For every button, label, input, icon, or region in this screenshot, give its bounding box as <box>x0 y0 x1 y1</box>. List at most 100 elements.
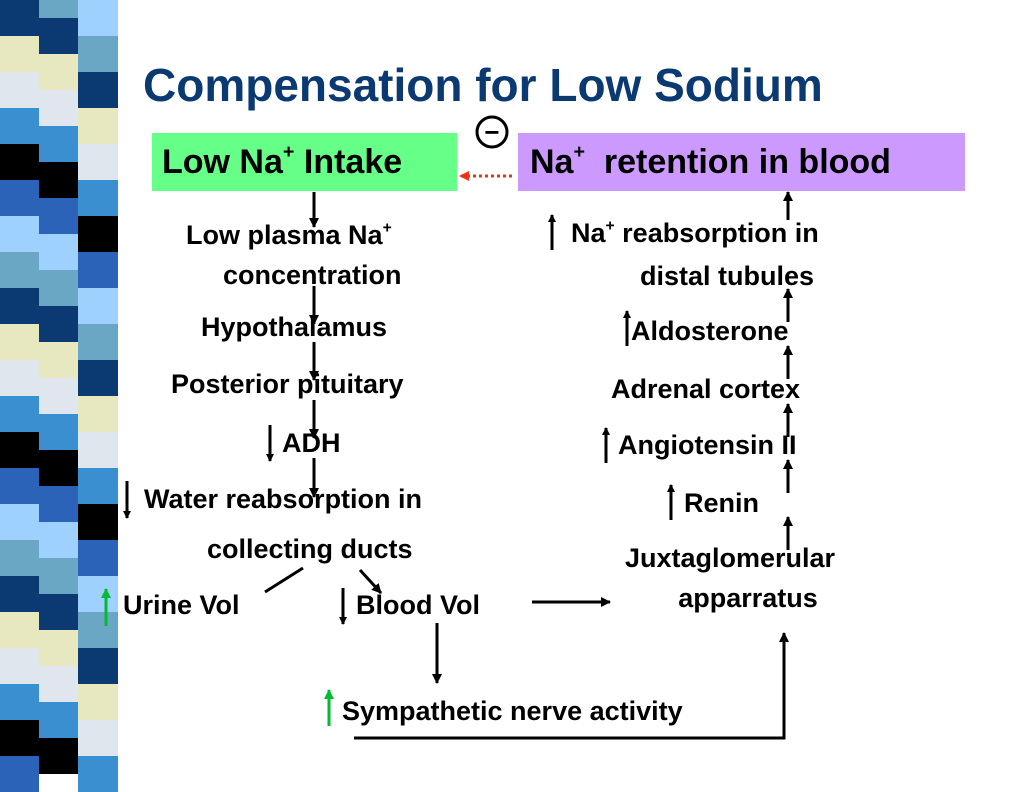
stripe-band <box>0 360 39 396</box>
stripe-band <box>0 180 39 216</box>
stripe-band <box>78 0 118 36</box>
stripe-band <box>39 198 78 234</box>
hypothalamus-label: Hypothalamus <box>201 312 388 342</box>
low-plasma-na-label: Low plasma Na+ <box>186 215 392 255</box>
stripe-band <box>39 594 78 630</box>
concentration-label: concentration <box>223 260 402 290</box>
low-na-intake-box: Low Na+ Intake <box>152 133 457 191</box>
stripe-band <box>39 90 78 126</box>
adh-label: ADH <box>282 428 341 458</box>
stripe-band <box>78 144 118 180</box>
na-sup: + <box>605 217 615 235</box>
na-text: Na <box>571 218 606 248</box>
stripe-band <box>0 612 39 648</box>
stripe-band <box>78 72 118 108</box>
stripe-band <box>39 666 78 702</box>
stripe-band <box>78 432 118 468</box>
stripe-band <box>39 54 78 90</box>
slide-title: Compensation for Low Sodium <box>143 59 823 111</box>
stripe-band <box>78 468 118 504</box>
stripe-band <box>78 756 118 792</box>
stripe-band <box>0 216 39 252</box>
stripe-band <box>39 738 78 774</box>
stripe-band <box>78 720 118 756</box>
blood-vol-label: Blood Vol <box>356 590 480 620</box>
intake-sup: + <box>282 141 295 164</box>
retention-text: Na <box>530 143 574 181</box>
angiotensin-label: Angiotensin II <box>618 430 797 460</box>
stripe-band <box>0 144 39 180</box>
na-retention-box: Na+ retention in blood <box>518 133 965 191</box>
stripe-band <box>39 450 78 486</box>
water-reabsorption-label: Water reabsorption in <box>144 484 423 514</box>
stripe-band <box>78 36 118 72</box>
intake-text-2: Intake <box>294 143 403 181</box>
jga-label-2: apparratus <box>678 583 818 613</box>
stripe-band <box>39 486 78 522</box>
stripe-band <box>0 288 39 324</box>
retention-sup: + <box>573 141 585 164</box>
urine-vol-label: Urine Vol <box>123 590 240 620</box>
stripe-band <box>0 648 39 684</box>
stripe-band <box>0 504 39 540</box>
stripe-band <box>39 414 78 450</box>
stripe-band <box>0 756 39 792</box>
stripe-band <box>78 360 118 396</box>
arrow-layer: − <box>101 115 793 740</box>
adrenal-cortex-label: Adrenal cortex <box>611 374 801 404</box>
stripe-band <box>78 180 118 216</box>
stripe-band <box>39 270 78 306</box>
stripe-band <box>78 576 118 612</box>
distal-tubules-label: distal tubules <box>640 261 815 291</box>
retention-text-2: retention in blood <box>584 143 891 181</box>
decorative-stripe-bar <box>0 0 118 792</box>
sympathetic-label: Sympathetic nerve activity <box>342 696 683 726</box>
reabs-text: reabsorption in <box>614 218 819 248</box>
stripe-band <box>78 252 118 288</box>
stripe-band <box>39 378 78 414</box>
stripe-band <box>39 162 78 198</box>
na-reabsorption-label: Na+ reabsorption in <box>571 213 819 253</box>
renin-label: Renin <box>684 488 760 518</box>
stripe-band <box>78 396 118 432</box>
stripe-band <box>39 342 78 378</box>
stripe-band <box>39 234 78 270</box>
stripe-band <box>0 468 39 504</box>
low-plasma-sup: + <box>382 219 392 237</box>
stripe-band <box>78 684 118 720</box>
stripe-band <box>39 306 78 342</box>
aldosterone-label: Aldosterone <box>631 316 789 346</box>
jga-label-1: Juxtaglomerular <box>624 543 836 573</box>
stripe-band <box>78 216 118 252</box>
stripe-band <box>78 540 118 576</box>
inhibition-symbol: − <box>484 117 499 147</box>
stripe-band <box>78 504 118 540</box>
split-line-urine <box>264 566 304 594</box>
low-plasma-text: Low plasma Na <box>186 220 383 250</box>
stripe-band <box>0 36 39 72</box>
stripe-band <box>0 324 39 360</box>
stripe-band <box>39 126 78 162</box>
stripe-band <box>39 0 78 18</box>
stripe-band <box>0 396 39 432</box>
stripe-band <box>0 576 39 612</box>
stripe-band <box>0 720 39 756</box>
stripe-band <box>78 108 118 144</box>
stripe-band <box>39 18 78 54</box>
stripe-band <box>0 108 39 144</box>
stripe-band <box>39 522 78 558</box>
stripe-band <box>78 288 118 324</box>
stripe-band <box>0 72 39 108</box>
stripe-band <box>0 432 39 468</box>
stripe-band <box>39 558 78 594</box>
stripe-band <box>0 540 39 576</box>
posterior-pituitary-label: Posterior pituitary <box>171 369 404 399</box>
stripe-band <box>39 630 78 666</box>
stripe-band <box>78 648 118 684</box>
intake-text: Low Na <box>162 143 283 181</box>
collecting-ducts-label: collecting ducts <box>207 534 413 564</box>
stripe-band <box>0 252 39 288</box>
inhibition-minus-icon <box>475 115 509 149</box>
stripe-band <box>0 684 39 720</box>
stripe-band <box>0 0 39 36</box>
